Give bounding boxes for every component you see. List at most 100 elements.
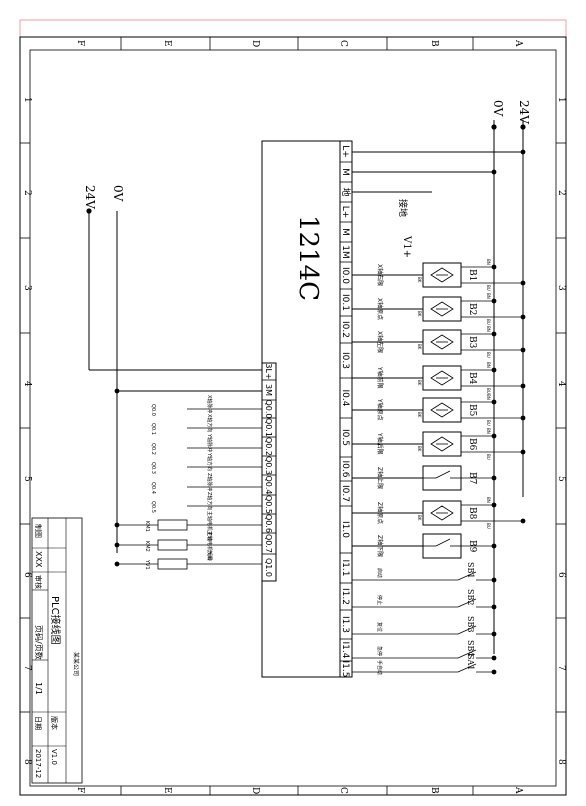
- button-label: 复位: [376, 622, 383, 632]
- zone-row-left: 1: [22, 97, 32, 103]
- terminal-L+: L+: [340, 145, 350, 158]
- output-row: Y轴方向 Q0.3: [150, 452, 262, 474]
- rail-0v-terminal: [491, 124, 497, 130]
- button-tag: SA1: [466, 654, 475, 670]
- sensor-tag: B9: [467, 540, 477, 553]
- output-function-label: Y轴脉冲: [206, 433, 213, 452]
- wire-mark: BK: [417, 311, 422, 317]
- title-drawing-name: PLC接线图: [49, 596, 62, 645]
- button-label: 启动: [376, 568, 383, 578]
- sensor-function-label: Z轴上限: [376, 467, 384, 489]
- proximity-sensor-icon: [422, 365, 462, 391]
- zone-col-top: E: [162, 40, 172, 47]
- sensor-tag: B3: [467, 336, 477, 349]
- proximity-sensor-icon: [422, 500, 462, 526]
- output-rows: X轴脉冲Q0.0X轴方向Q0.1Y轴脉冲Q0.2Y轴方向Q0.3Z轴脉冲Q0.4…: [114, 395, 262, 570]
- terminal-I0.6: I0.6: [340, 461, 350, 478]
- sensor-function-label: Y轴前限: [376, 366, 384, 389]
- coil-icon: [157, 558, 188, 570]
- wire-mark: BK: [417, 344, 422, 350]
- title-sheet-label: 页码/页数: [34, 625, 44, 660]
- coil-icon: [157, 519, 188, 531]
- terminal-I1.0: I1.0: [340, 521, 350, 538]
- rail-0v-label: 0V: [491, 100, 505, 117]
- title-date-value: 2017-12: [34, 749, 42, 778]
- zone-col-bottom: D: [250, 787, 260, 794]
- proximity-sensor-icon: [422, 262, 462, 288]
- terminal-Q0.2: Q0.2: [264, 437, 273, 456]
- zone-row-left: 5: [22, 476, 32, 482]
- wire-mark: BU: [486, 454, 491, 460]
- terminal-1M: 1M: [340, 245, 350, 259]
- coil-icon: [157, 539, 188, 551]
- output-function-label: Y轴方向: [206, 452, 213, 471]
- wire-mark: BK: [417, 515, 422, 521]
- inner-frame: [29, 49, 557, 787]
- button-tag: SB1: [466, 562, 475, 578]
- terminal-Q0.4: Q0.4: [264, 475, 273, 494]
- zone-row-right: 6: [556, 572, 566, 578]
- output-function-label: 主轴电机反转: [206, 531, 213, 561]
- zone-col-bottom: A: [513, 786, 523, 794]
- left-terminals: 3L+3MQ0.0Q0.1Q0.2Q0.3Q0.4Q0.5Q0.6Q0.7Q1.…: [262, 363, 276, 582]
- button-tag: SB3: [466, 616, 475, 632]
- button-label: 急停: [376, 646, 383, 656]
- zone-col-top: F: [75, 40, 85, 46]
- terminal-M: M: [340, 228, 350, 236]
- title-block: [31, 517, 83, 784]
- wire-mark: BN: [486, 428, 491, 434]
- sensor-B7: Z轴上限 B7: [352, 465, 497, 491]
- zone-row-left: 6: [22, 572, 32, 578]
- zone-row-right: 3: [556, 285, 566, 291]
- output-signal-label: Q0.1: [150, 423, 156, 435]
- output-function-label: Z轴方向: [206, 492, 213, 510]
- sensor-tag: B4: [467, 372, 477, 385]
- terminal-I0.2: I0.2: [340, 321, 350, 338]
- output-signal-label: Q0.3: [150, 462, 156, 474]
- wire-mark: BK: [417, 277, 422, 283]
- title-drafter-value: XXX: [34, 551, 43, 568]
- terminal-M: M: [340, 168, 350, 176]
- zone-row-right: 2: [556, 190, 566, 196]
- title-version-label: 版本: [50, 716, 59, 730]
- zone-col-top: B: [429, 40, 439, 47]
- sensor-tag: B1: [467, 269, 477, 281]
- title-company: 某某公司: [72, 652, 79, 676]
- zone-row-left: 2: [22, 190, 32, 196]
- zone-col-top: D: [250, 40, 260, 47]
- wire-mark: BN: [486, 362, 491, 368]
- sensor-tag: B7: [467, 472, 477, 485]
- sensor-tag: B6: [467, 438, 477, 451]
- terminal-Q0.7: Q0.7: [264, 534, 273, 553]
- terminal-Q0.1: Q0.1: [264, 418, 273, 437]
- zone-row-right: 4: [556, 381, 566, 387]
- output-function-label: Z轴脉冲: [206, 473, 213, 491]
- wire-mark: BN: [486, 293, 491, 299]
- zone-col-bottom: C: [338, 787, 348, 794]
- zone-col-bottom: B: [429, 787, 439, 794]
- terminal-Q0.5: Q0.5: [264, 495, 273, 514]
- terminal-Q1.0: Q1.0: [264, 558, 273, 577]
- plc-model: 1214C: [293, 215, 323, 301]
- output-signal-label: Q0.2: [150, 443, 156, 455]
- ground-note: 接地: [397, 199, 409, 217]
- button-label: 停止: [376, 595, 383, 605]
- left-0v-label: 0V: [111, 185, 125, 202]
- wire-mark: BU: [486, 285, 491, 291]
- terminal-I1.2: I1.2: [340, 588, 350, 605]
- wire-mark: BK: [417, 446, 422, 452]
